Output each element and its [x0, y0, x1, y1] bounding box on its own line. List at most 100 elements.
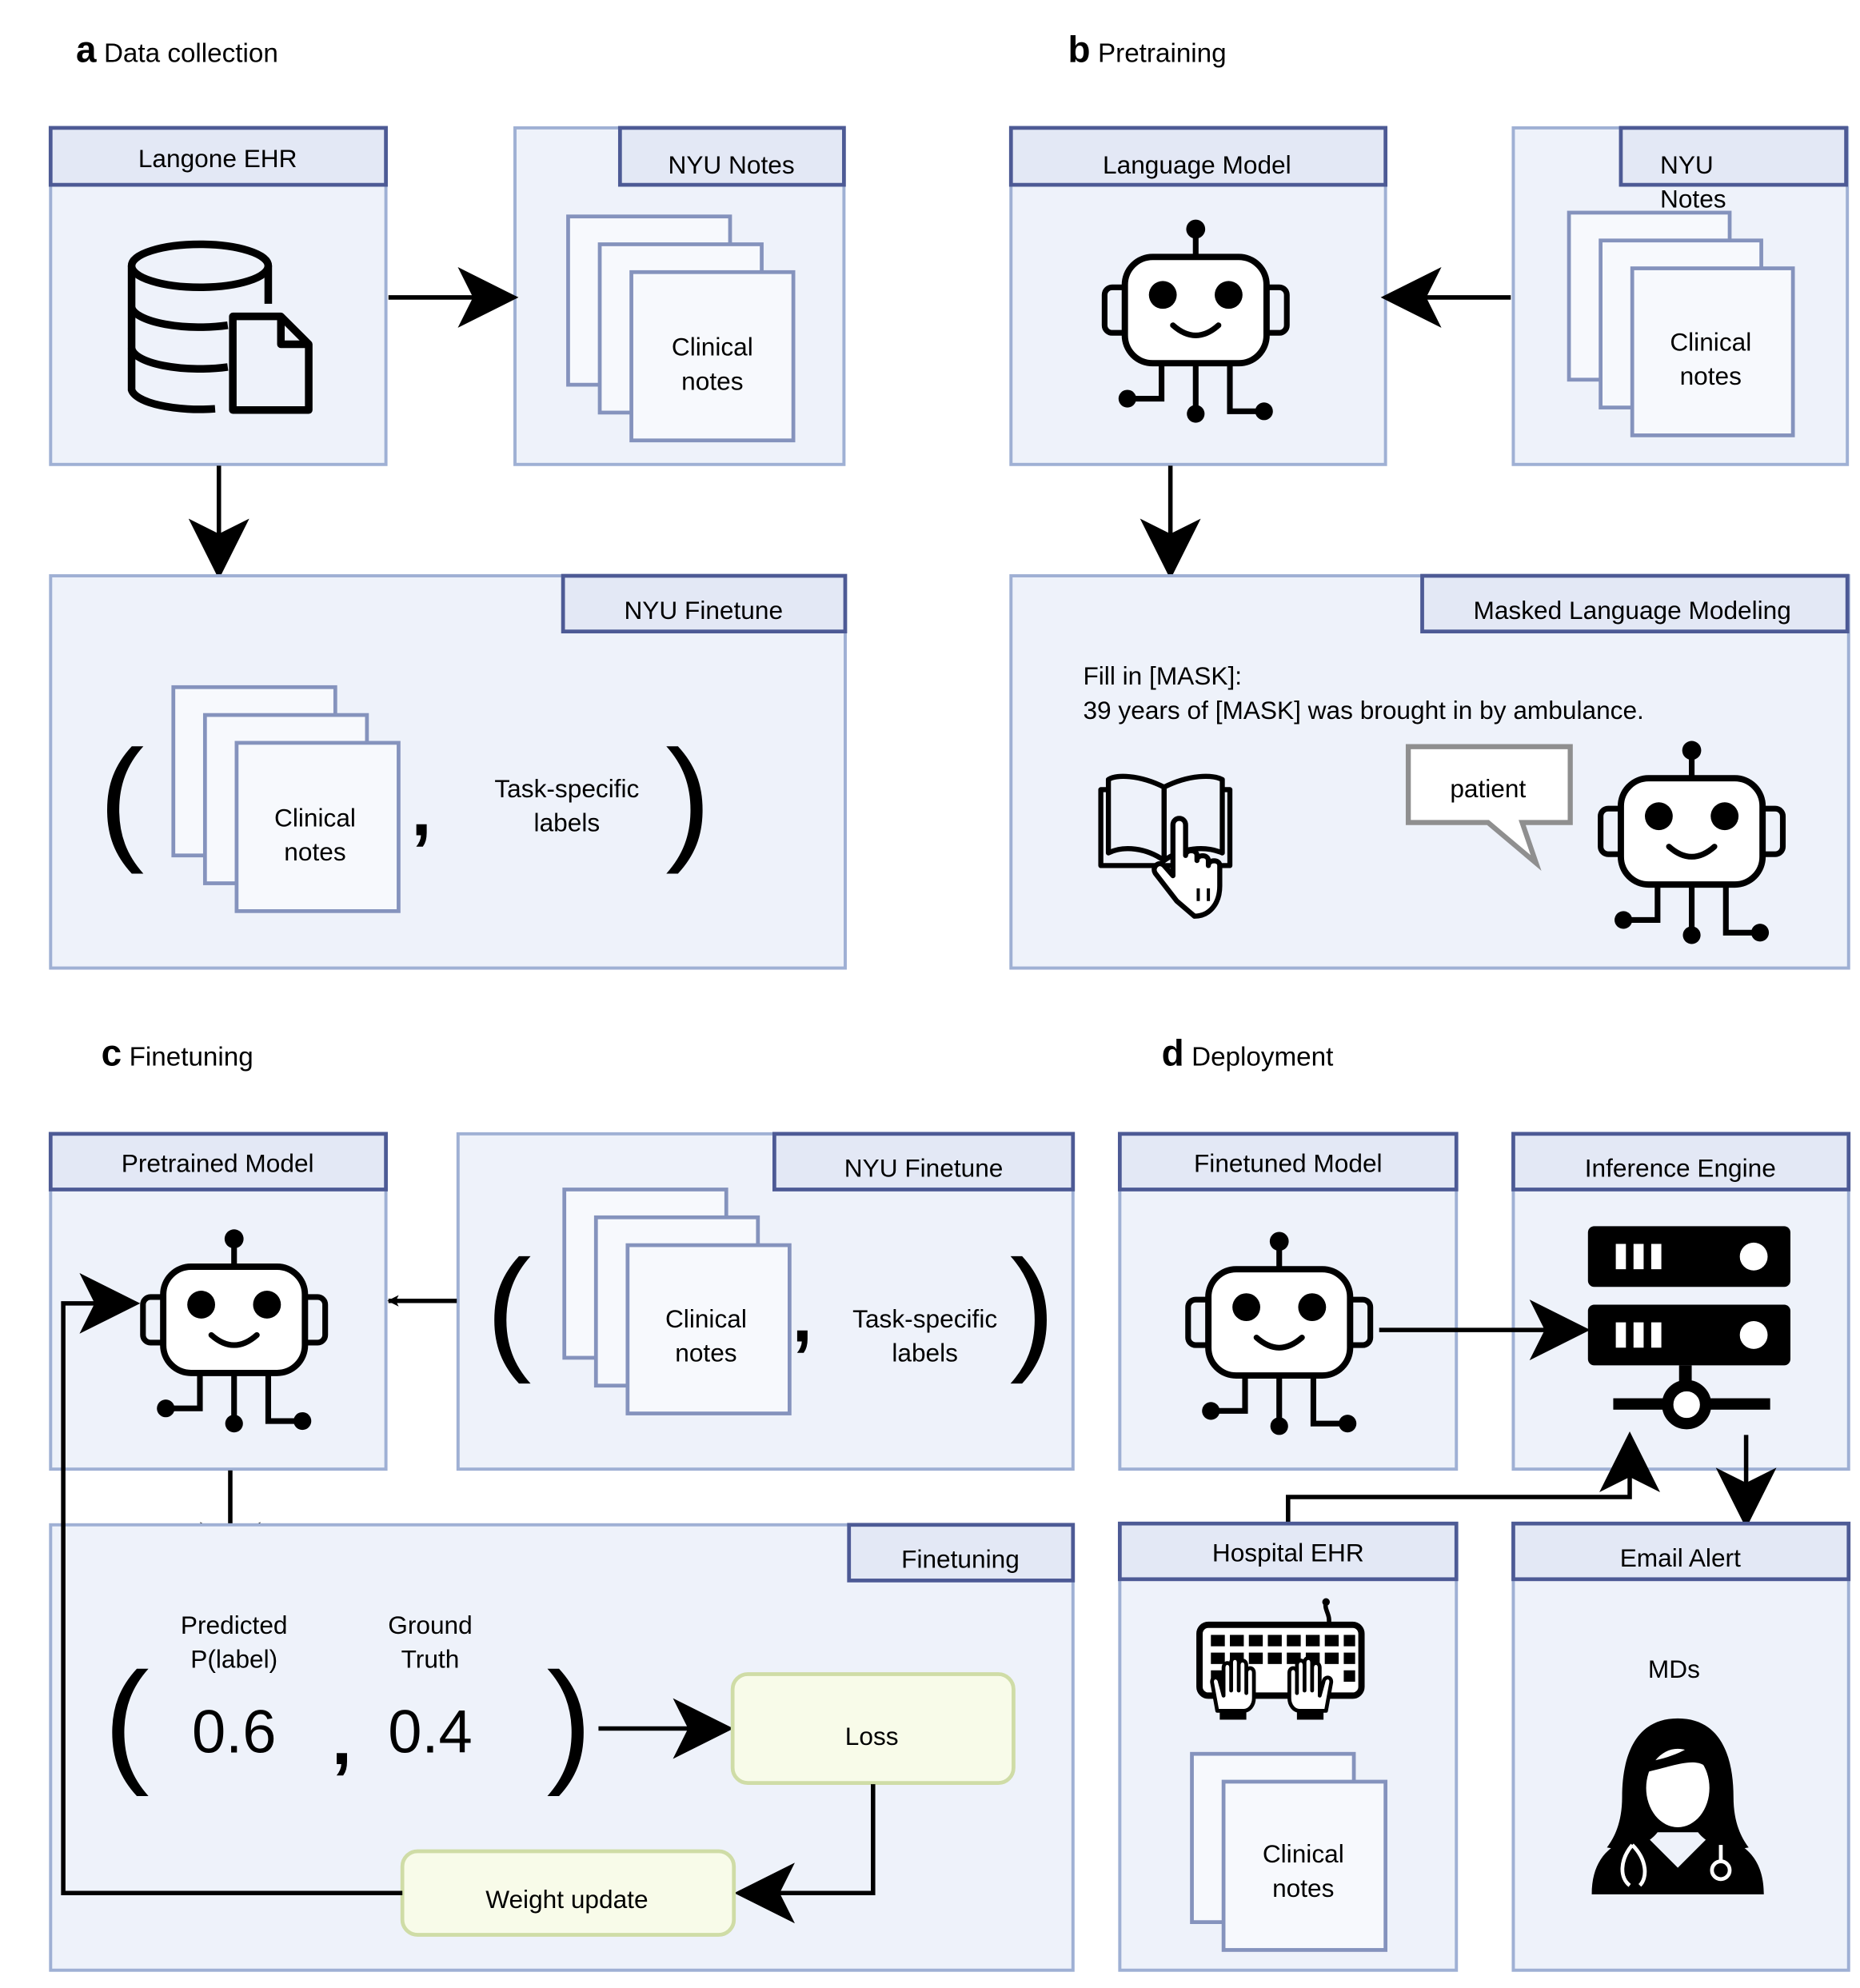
panel-b-title: Pretraining: [1098, 39, 1227, 69]
nyu-notes-title-line-1: NYU: [1660, 150, 1714, 179]
nyu-finetune-box: [49, 574, 847, 970]
book-reading-icon: [1098, 773, 1233, 919]
close-paren: ): [1010, 1232, 1056, 1385]
doc-line-2: notes: [1272, 1874, 1334, 1902]
doctor-icon: [1591, 1718, 1764, 1894]
comma: ,: [411, 769, 432, 851]
nyu-notes-title-line-2: Notes: [1660, 185, 1726, 214]
mlm-title: Masked Language Modeling: [1474, 596, 1791, 625]
mlm-prompt-line-2: 39 years of [MASK] was brought in by amb…: [1083, 696, 1643, 725]
mds-label: MDs: [1648, 1655, 1700, 1683]
database-file-icon: [127, 240, 313, 414]
svg-text:Fill in [MASK]:39 years of [MA: Fill in [MASK]: 39 years of [MASK] was br…: [1083, 661, 1643, 725]
language-model-header: [1008, 126, 1388, 187]
panel-d-letter: d: [1162, 1032, 1184, 1073]
weight-update-label: Weight update: [485, 1885, 648, 1914]
open-paren: (: [486, 1232, 532, 1385]
inference-engine-header: [1511, 1132, 1851, 1192]
close-paren: ): [665, 722, 711, 875]
finetuned-model-title: Finetuned Model: [1194, 1148, 1383, 1177]
open-paren: (: [104, 1645, 150, 1798]
doc-line-1: Clinical: [665, 1304, 747, 1333]
finetuning-title: Finetuning: [901, 1545, 1020, 1574]
nyu-notes-header: [1619, 126, 1848, 187]
finetuning-header: [847, 1523, 1076, 1583]
panel-a-title: Data collection: [104, 39, 278, 69]
server-icon: [1587, 1226, 1790, 1430]
mlm-prompt-line-1: Fill in [MASK]:: [1083, 661, 1242, 690]
arrow-loss-to-weight-update: [734, 1784, 876, 1924]
panel-a-letter: a: [76, 29, 97, 70]
clinical-notes-stack: Clinical notes: [171, 685, 401, 913]
loss-box: [730, 1672, 1016, 1785]
predicted-line-1: Predicted: [181, 1611, 288, 1639]
doc-line-1: Clinical: [274, 803, 356, 832]
panel-b-letter: b: [1068, 29, 1090, 70]
labels-line-2: labels: [534, 808, 601, 837]
pretrained-model-title: Pretrained Model: [122, 1148, 314, 1177]
nyu-finetune-title: NYU Finetune: [844, 1154, 1004, 1183]
comma: ,: [792, 1275, 813, 1357]
clinical-notes-stack: Clinical notes: [566, 214, 796, 443]
nyu-finetune-title: NYU Finetune: [624, 596, 783, 625]
nyu-notes-title: NYU Notes: [668, 150, 794, 179]
open-paren: (: [98, 722, 144, 875]
doc-line-2: notes: [1680, 361, 1742, 390]
ground-truth-line-1: Ground: [388, 1611, 472, 1639]
doc-line-1: Clinical: [672, 333, 753, 361]
doc-line-2: notes: [675, 1339, 736, 1367]
pretrained-model-header: [48, 1132, 388, 1192]
panel-d-title: Deployment: [1191, 1042, 1333, 1072]
labels-line-1: Task-specific: [494, 774, 639, 803]
hospital-ehr-title: Hospital EHR: [1212, 1539, 1364, 1567]
nyu-finetune-header: [561, 573, 848, 634]
email-alert-header: [1511, 1521, 1851, 1582]
panel-c-title: Finetuning: [130, 1042, 253, 1072]
ground-truth-value: 0.4: [388, 1699, 473, 1766]
close-paren: ): [547, 1645, 593, 1798]
nyu-finetune-header: [772, 1132, 1076, 1192]
inference-engine-title: Inference Engine: [1585, 1154, 1776, 1183]
nyu-notes-header: [617, 126, 846, 187]
comma: ,: [332, 1699, 353, 1780]
langone-ehr-title: Langone EHR: [138, 144, 297, 173]
predicted-value: 0.6: [192, 1699, 277, 1766]
arrow-weight-update-to-model: [61, 1272, 403, 1896]
keyboard-typing-icon: [1196, 1598, 1365, 1720]
labels-line-2: labels: [892, 1339, 958, 1367]
predicted-line-2: P(label): [190, 1645, 277, 1674]
clinical-notes-stack: Clinical notes: [562, 1188, 792, 1415]
doc-line-2: notes: [681, 366, 743, 395]
arrow-ehr-to-engine: [1286, 1431, 1660, 1524]
mlm-answer: patient: [1450, 774, 1526, 803]
hospital-ehr-header: [1117, 1521, 1459, 1582]
labels-line-1: Task-specific: [852, 1304, 997, 1333]
speech-bubble: patient: [1405, 744, 1573, 872]
loss-label: Loss: [845, 1722, 899, 1750]
doc-line-2: notes: [284, 837, 345, 866]
ground-truth-line-2: Truth: [401, 1645, 460, 1674]
email-alert-title: Email Alert: [1620, 1543, 1741, 1572]
language-model-title: Language Model: [1103, 150, 1291, 179]
mlm-header: [1420, 573, 1850, 634]
panel-c-letter: c: [102, 1032, 122, 1073]
panel-b: b Pretraining Language Model NYU Notes Cli…: [1008, 29, 1850, 970]
